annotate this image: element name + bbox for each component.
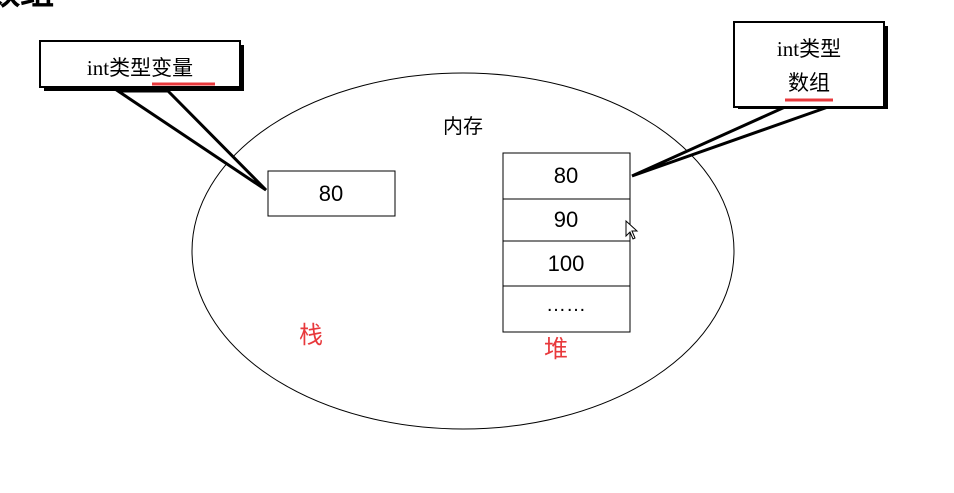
variable-callout-pointer <box>113 89 268 192</box>
variable-callout-box <box>39 40 241 88</box>
variable-callout-underlined: 变量 <box>151 56 193 80</box>
heap-cell-value-2: 100 <box>548 251 585 276</box>
array-callout-box <box>733 21 885 108</box>
heap-cell-1 <box>502 198 631 242</box>
heap-cell-2 <box>502 240 631 287</box>
heap-cell-value-3: …… <box>546 294 586 316</box>
heap-cell-0 <box>502 152 631 200</box>
memory-label: 内存 <box>443 115 483 138</box>
heap-cell-value-1: 90 <box>554 207 578 232</box>
heap-cell-3 <box>502 285 631 333</box>
stack-label: 栈 <box>299 322 323 349</box>
variable-callout-text: int类型变量 <box>87 56 193 80</box>
array-callout-line1: int类型 <box>777 37 841 61</box>
variable-callout-prefix: int类型 <box>87 56 151 80</box>
array-callout-line2: 数组 <box>788 71 830 95</box>
header-fragment: 数组 <box>0 0 54 12</box>
stack-cell-value: 80 <box>319 181 343 206</box>
heap-cell-value-0: 80 <box>554 163 578 188</box>
heap-label: 堆 <box>544 336 568 363</box>
mouse-cursor-icon <box>625 219 639 240</box>
stack-cell <box>267 170 396 217</box>
